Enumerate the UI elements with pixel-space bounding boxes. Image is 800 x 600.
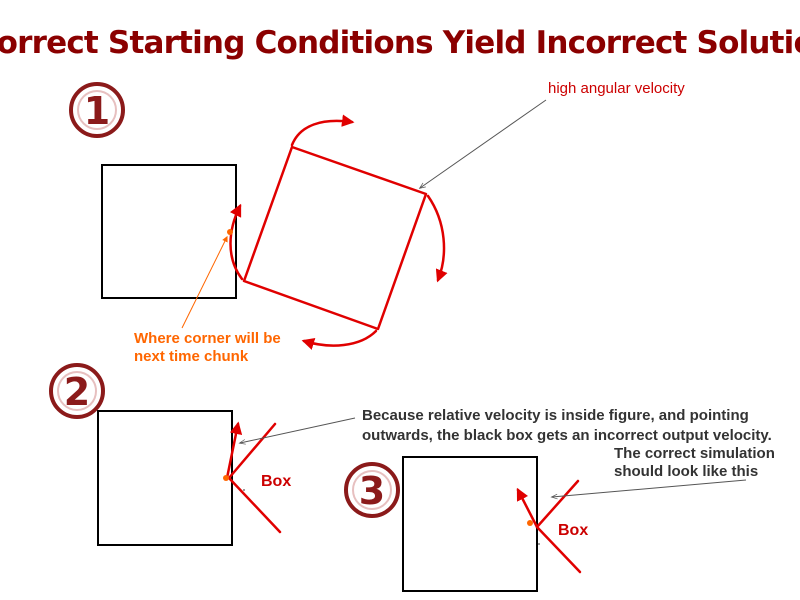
- rotation-arrow: [290, 114, 355, 147]
- rotation-arrow: [301, 329, 378, 350]
- step-badge-1: 1: [69, 82, 125, 138]
- box-label-2: Box: [261, 473, 291, 490]
- corner-note-line1: Where corner will be: [134, 330, 281, 347]
- speck: [538, 543, 540, 545]
- rotation-arrow: [426, 194, 448, 283]
- angular-pointer: [418, 99, 547, 189]
- black-box: [97, 410, 233, 546]
- box-label-3: Box: [558, 522, 588, 539]
- correct-simulation-note-line2: should look like this: [614, 463, 758, 480]
- scene-1: [101, 99, 547, 350]
- rotating-box: [242, 145, 428, 331]
- step-number: 2: [64, 370, 90, 414]
- scene-3: [402, 456, 747, 592]
- corner-dot: [527, 520, 533, 526]
- rotation-arrow: [229, 203, 244, 281]
- corner-dot: [227, 229, 233, 235]
- scene-2: [97, 410, 356, 546]
- correct-simulation-note-line1: The correct simulation: [614, 445, 775, 462]
- box-edge: [227, 476, 282, 534]
- relative-velocity-pointer: [238, 417, 356, 445]
- box-edge: [535, 525, 582, 574]
- step-number: 3: [359, 469, 385, 513]
- black-box: [402, 456, 538, 592]
- black-box: [101, 164, 237, 299]
- page-title: Incorrect Starting Conditions Yield Inco…: [0, 25, 800, 61]
- corner-pointer: [181, 235, 228, 329]
- step-number: 1: [84, 89, 110, 133]
- speck: [243, 489, 245, 491]
- angular-velocity-label: high angular velocity: [548, 80, 685, 97]
- corner-dot: [223, 475, 229, 481]
- velocity-arrow: [225, 421, 243, 480]
- step-badge-2: 2: [49, 363, 105, 419]
- box-edge: [227, 422, 277, 480]
- incorrect-velocity-note-line1: Because relative velocity is inside figu…: [362, 407, 749, 424]
- incorrect-velocity-note-line2: outwards, the black box gets an incorrec…: [362, 427, 772, 444]
- correct-simulation-pointer: [550, 479, 747, 500]
- box-edge: [535, 479, 580, 529]
- step-badge-3: 3: [344, 462, 400, 518]
- velocity-arrow: [516, 487, 539, 529]
- corner-note-line2: next time chunk: [134, 348, 249, 365]
